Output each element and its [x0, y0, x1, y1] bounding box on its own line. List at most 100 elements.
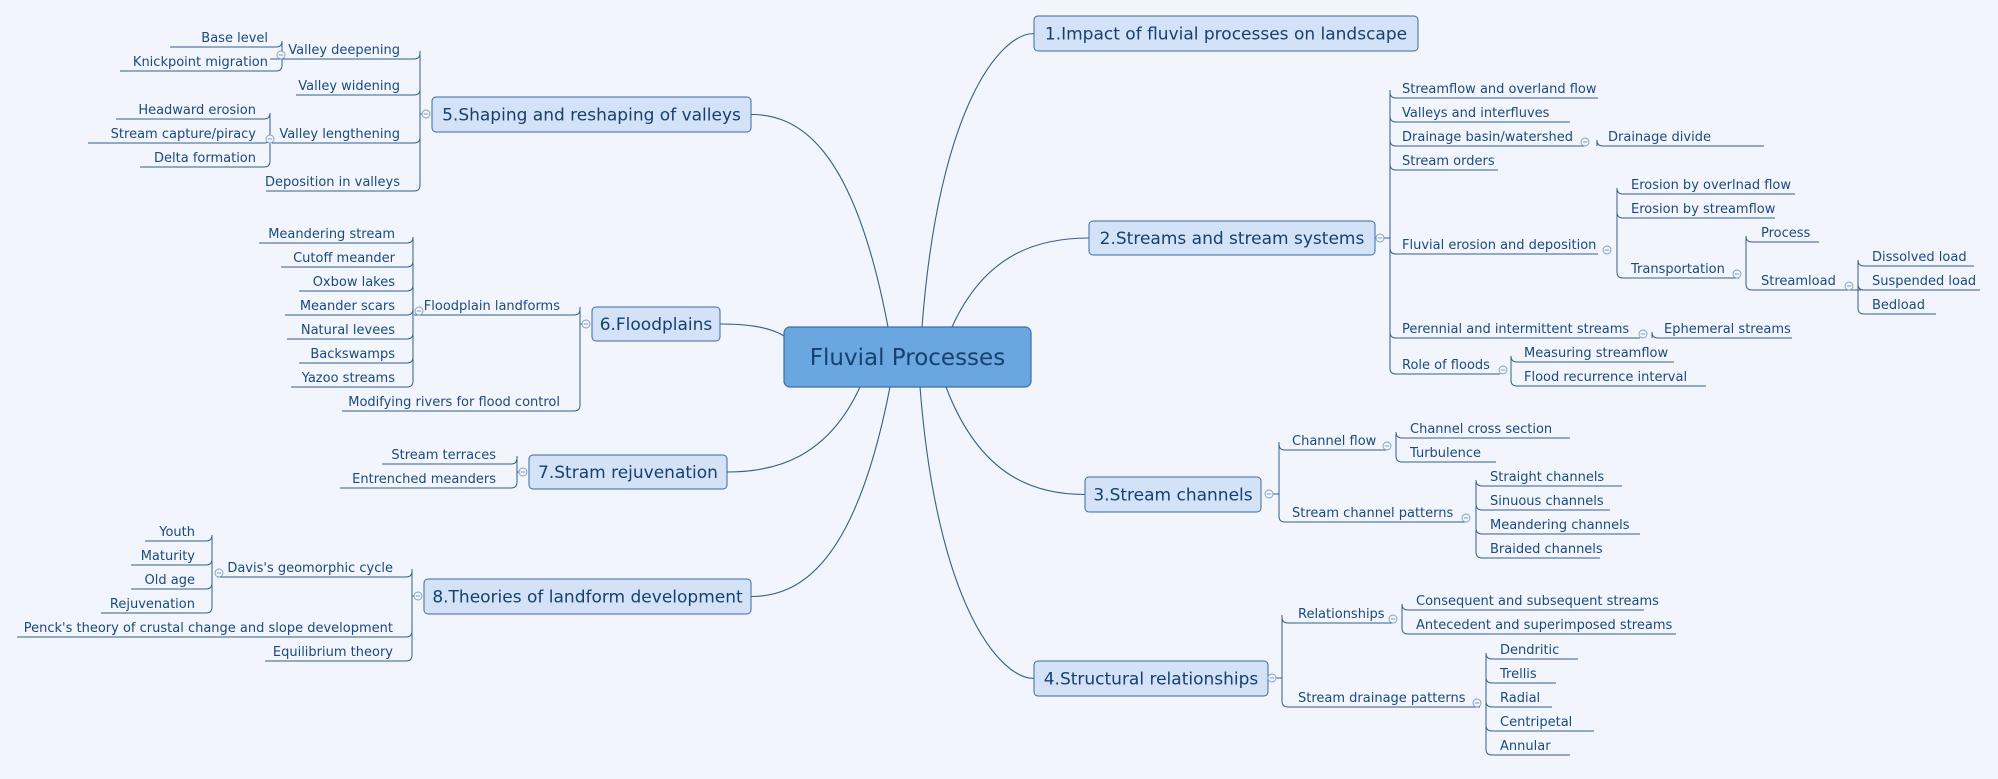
- collapse-toggle-icon[interactable]: [1602, 245, 1612, 255]
- collapse-toggle-icon[interactable]: [1264, 489, 1274, 499]
- connector-line: [1745, 278, 1757, 291]
- subtopic-deposition-in-valleys[interactable]: Deposition in valleys: [265, 175, 400, 190]
- subtopic-drainage-basin-watershed[interactable]: Drainage basin/watershed: [1402, 130, 1573, 145]
- main-topic-6[interactable]: [591, 306, 721, 342]
- subtopic-streamflow-and-overland-flow[interactable]: Streamflow and overland flow: [1402, 82, 1597, 97]
- subtopic-stream-capture-piracy[interactable]: Stream capture/piracy: [111, 127, 257, 142]
- subtopic-perennial-and-intermittent-streams[interactable]: Perennial and intermittent streams: [1402, 322, 1629, 337]
- subtopic-drainage-divide[interactable]: Drainage divide: [1608, 130, 1711, 145]
- collapse-toggle-icon[interactable]: [265, 134, 275, 144]
- subtopic-modifying-rivers-for-flood-control[interactable]: Modifying rivers for flood control: [348, 395, 560, 410]
- collapse-toggle-icon[interactable]: [518, 467, 528, 477]
- branch-connector: [719, 323, 785, 337]
- subtopic-fluvial-erosion-and-deposition[interactable]: Fluvial erosion and deposition: [1402, 238, 1596, 253]
- collapse-toggle-icon[interactable]: [1580, 137, 1590, 147]
- root-topic[interactable]: [783, 326, 1032, 388]
- subtopic-channel-cross-section[interactable]: Channel cross section: [1410, 422, 1552, 437]
- collapse-toggle-icon[interactable]: [214, 568, 224, 578]
- collapse-toggle-icon[interactable]: [1388, 614, 1398, 624]
- subtopic-valley-lengthening[interactable]: Valley lengthening: [279, 127, 400, 142]
- subtopic-turbulence[interactable]: Turbulence: [1409, 446, 1481, 461]
- subtopic-transportation[interactable]: Transportation: [1630, 262, 1725, 277]
- subtopic-valleys-and-interfluves[interactable]: Valleys and interfluves: [1402, 106, 1550, 121]
- subtopic-meandering-channels[interactable]: Meandering channels: [1490, 518, 1630, 533]
- subtopic-relationships[interactable]: Relationships: [1298, 607, 1385, 622]
- subtopic-penck-s-theory-of-crustal-change-and-slope-development[interactable]: Penck's theory of crustal change and slo…: [24, 621, 393, 636]
- collapse-toggle-icon[interactable]: [421, 109, 431, 119]
- connector-line: [1401, 603, 1412, 623]
- collapse-toggle-icon[interactable]: [1267, 673, 1277, 683]
- subtopic-stream-terraces[interactable]: Stream terraces: [391, 448, 496, 463]
- subtopic-valley-widening[interactable]: Valley widening: [298, 79, 400, 94]
- subtopic-annular[interactable]: Annular: [1500, 739, 1551, 754]
- subtopic-delta-formation[interactable]: Delta formation: [154, 151, 256, 166]
- subtopic-knickpoint-migration[interactable]: Knickpoint migration: [133, 55, 268, 70]
- subtopic-dissolved-load[interactable]: Dissolved load: [1872, 250, 1967, 265]
- subtopic-stream-channel-patterns[interactable]: Stream channel patterns: [1292, 506, 1454, 521]
- subtopic-oxbow-lakes[interactable]: Oxbow lakes: [313, 275, 396, 290]
- subtopic-maturity[interactable]: Maturity: [141, 549, 196, 564]
- subtopic-straight-channels[interactable]: Straight channels: [1490, 470, 1604, 485]
- subtopic-measuring-streamflow[interactable]: Measuring streamflow: [1524, 346, 1668, 361]
- subtopic-cutoff-meander[interactable]: Cutoff meander: [293, 251, 396, 266]
- collapse-toggle-icon[interactable]: [1498, 365, 1508, 375]
- subtopic-base-level[interactable]: Base level: [201, 31, 268, 46]
- connector-line: [1389, 98, 1398, 339]
- collapse-toggle-icon[interactable]: [1732, 269, 1742, 279]
- subtopic-old-age[interactable]: Old age: [145, 573, 195, 588]
- collapse-toggle-icon[interactable]: [1375, 233, 1385, 243]
- main-topic-7[interactable]: [528, 454, 728, 490]
- collapse-toggle-icon[interactable]: [1638, 329, 1648, 339]
- subtopic-stream-orders[interactable]: Stream orders: [1402, 154, 1495, 169]
- main-topic-2[interactable]: [1088, 220, 1376, 256]
- collapse-toggle-icon[interactable]: [581, 319, 591, 329]
- collapse-toggle-icon[interactable]: [276, 50, 286, 60]
- main-topic-1[interactable]: [1033, 15, 1419, 52]
- subtopic-entrenched-meanders[interactable]: Entrenched meanders: [352, 472, 496, 487]
- subtopic-suspended-load[interactable]: Suspended load: [1872, 274, 1976, 289]
- subtopic-centripetal[interactable]: Centripetal: [1500, 715, 1572, 730]
- subtopic-consequent-and-subsequent-streams[interactable]: Consequent and subsequent streams: [1416, 594, 1659, 609]
- subtopic-davis-s-geomorphic-cycle[interactable]: Davis's geomorphic cycle: [227, 561, 393, 576]
- subtopic-dendritic[interactable]: Dendritic: [1500, 643, 1559, 658]
- collapse-toggle-icon[interactable]: [414, 306, 424, 316]
- subtopic-flood-recurrence-interval[interactable]: Flood recurrence interval: [1524, 370, 1687, 385]
- subtopic-yazoo-streams[interactable]: Yazoo streams: [301, 371, 396, 386]
- subtopic-role-of-floods[interactable]: Role of floods: [1402, 358, 1490, 373]
- main-topic-5[interactable]: [431, 96, 752, 133]
- subtopic-stream-drainage-patterns[interactable]: Stream drainage patterns: [1298, 691, 1466, 706]
- subtopic-streamload[interactable]: Streamload: [1761, 274, 1836, 289]
- subtopic-backswamps[interactable]: Backswamps: [310, 347, 395, 362]
- subtopic-erosion-by-streamflow[interactable]: Erosion by streamflow: [1631, 202, 1776, 217]
- subtopic-erosion-by-overlnad-flow[interactable]: Erosion by overlnad flow: [1631, 178, 1791, 193]
- collapse-toggle-icon[interactable]: [1472, 698, 1482, 708]
- subtopic-youth[interactable]: Youth: [158, 525, 195, 540]
- subtopic-equilibrium-theory[interactable]: Equilibrium theory: [273, 645, 393, 660]
- connector-line: [1389, 98, 1398, 375]
- main-topic-8[interactable]: [423, 578, 752, 615]
- subtopic-braided-channels[interactable]: Braided channels: [1490, 542, 1603, 557]
- subtopic-sinuous-channels[interactable]: Sinuous channels: [1490, 494, 1604, 509]
- subtopic-process[interactable]: Process: [1761, 226, 1811, 241]
- subtopic-natural-levees[interactable]: Natural levees: [301, 323, 395, 338]
- collapse-toggle-icon[interactable]: [1382, 441, 1392, 451]
- connector-line: [1485, 700, 1496, 708]
- subtopic-channel-flow[interactable]: Channel flow: [1292, 434, 1377, 449]
- subtopic-bedload[interactable]: Bedload: [1872, 298, 1925, 313]
- subtopic-radial[interactable]: Radial: [1500, 691, 1540, 706]
- subtopic-trellis[interactable]: Trellis: [1499, 667, 1537, 682]
- main-topic-3[interactable]: [1084, 476, 1262, 513]
- subtopic-meander-scars[interactable]: Meander scars: [300, 299, 395, 314]
- collapse-toggle-icon[interactable]: [1461, 513, 1471, 523]
- subtopic-ephemeral-streams[interactable]: Ephemeral streams: [1664, 322, 1791, 337]
- subtopic-rejuvenation[interactable]: Rejuvenation: [110, 597, 195, 612]
- subtopic-headward-erosion[interactable]: Headward erosion: [138, 103, 256, 118]
- subtopic-antecedent-and-superimposed-streams[interactable]: Antecedent and superimposed streams: [1416, 618, 1672, 633]
- subtopic-floodplain-landforms[interactable]: Floodplain landforms: [424, 299, 560, 314]
- collapse-toggle-icon[interactable]: [1844, 281, 1854, 291]
- collapse-toggle-icon[interactable]: [413, 591, 423, 601]
- connector-line: [399, 236, 414, 315]
- subtopic-valley-deepening[interactable]: Valley deepening: [288, 43, 400, 58]
- subtopic-meandering-stream[interactable]: Meandering stream: [268, 227, 395, 242]
